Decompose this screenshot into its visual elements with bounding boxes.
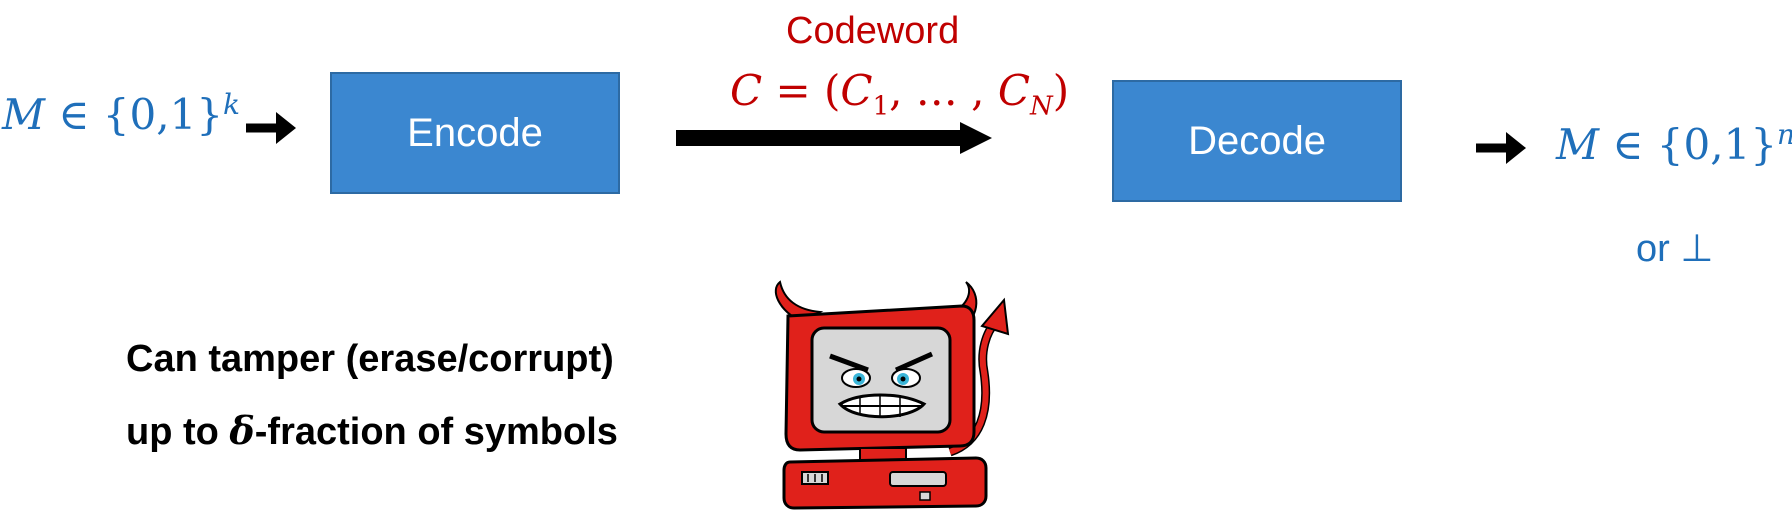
output-arrow bbox=[1476, 132, 1526, 164]
codeword-symbol: C bbox=[730, 66, 763, 115]
adversary-caption-line1: Can tamper (erase/corrupt) bbox=[126, 338, 614, 380]
decode-label: Decode bbox=[1188, 118, 1326, 163]
output-message: M ∈ {0,1}n bbox=[1556, 118, 1792, 169]
codeword-title: Codeword bbox=[786, 10, 960, 52]
adversary-caption-pre: up to bbox=[126, 411, 230, 453]
delta-symbol: δ bbox=[229, 408, 255, 453]
output-exponent: n bbox=[1777, 118, 1792, 151]
codeword-last: C bbox=[997, 66, 1031, 115]
codeword-equals: = ( bbox=[762, 66, 841, 115]
devil-computer-icon bbox=[774, 280, 1010, 510]
input-set: ∈ {0,1} bbox=[45, 90, 224, 139]
output-set: ∈ {0,1} bbox=[1599, 120, 1778, 169]
adversary-caption-post: -fraction of symbols bbox=[254, 411, 618, 453]
codeword-first: C bbox=[840, 66, 873, 115]
channel-arrow bbox=[676, 122, 992, 154]
input-arrow bbox=[246, 112, 296, 144]
input-exponent: k bbox=[223, 88, 241, 121]
codeword-formula: C = (C1, … , CN) bbox=[730, 66, 1069, 121]
encode-box: Encode bbox=[330, 72, 620, 194]
encode-label: Encode bbox=[407, 110, 543, 155]
input-message: M ∈ {0,1}k bbox=[2, 88, 240, 139]
codeword-close: ) bbox=[1052, 66, 1070, 115]
codeword-last-sub: N bbox=[1030, 91, 1053, 122]
adversary-caption-line2: up to δ-fraction of symbols bbox=[126, 408, 618, 454]
output-var: M bbox=[1556, 120, 1600, 169]
input-var: M bbox=[2, 90, 46, 139]
output-alternative: or ⊥ bbox=[1636, 228, 1714, 270]
decode-box: Decode bbox=[1112, 80, 1402, 202]
codeword-first-sub: 1 bbox=[872, 91, 890, 122]
codeword-dots: , … , bbox=[889, 66, 998, 115]
